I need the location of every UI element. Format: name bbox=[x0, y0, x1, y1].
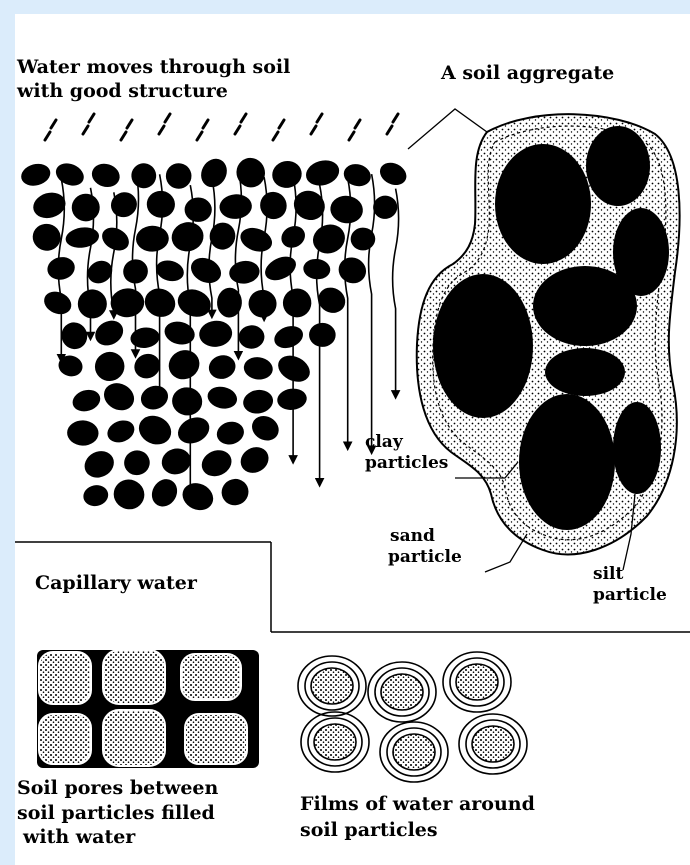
silt-particle-label: silt particle bbox=[593, 564, 667, 607]
sand-particle-label: sand particle bbox=[388, 526, 462, 569]
water-films-illustration bbox=[298, 652, 527, 782]
capillary-water-heading: Capillary water bbox=[35, 572, 197, 596]
structured-soil-cluster bbox=[19, 114, 410, 515]
soil-aggregate bbox=[417, 114, 680, 554]
soil-diagram-art bbox=[15, 14, 690, 865]
water-films-caption: Films of water around soil particles bbox=[300, 792, 535, 843]
water-moves-caption: Water moves through soil with good struc… bbox=[17, 56, 290, 104]
soil-aggregate-caption: A soil aggregate bbox=[441, 62, 614, 86]
pores-filled-illustration bbox=[37, 650, 259, 768]
diagram-panel: Water moves through soil with good struc… bbox=[15, 14, 690, 865]
clay-particles-label: clay particles bbox=[365, 432, 448, 475]
pores-filled-caption: Soil pores between soil particles filled… bbox=[17, 776, 218, 850]
